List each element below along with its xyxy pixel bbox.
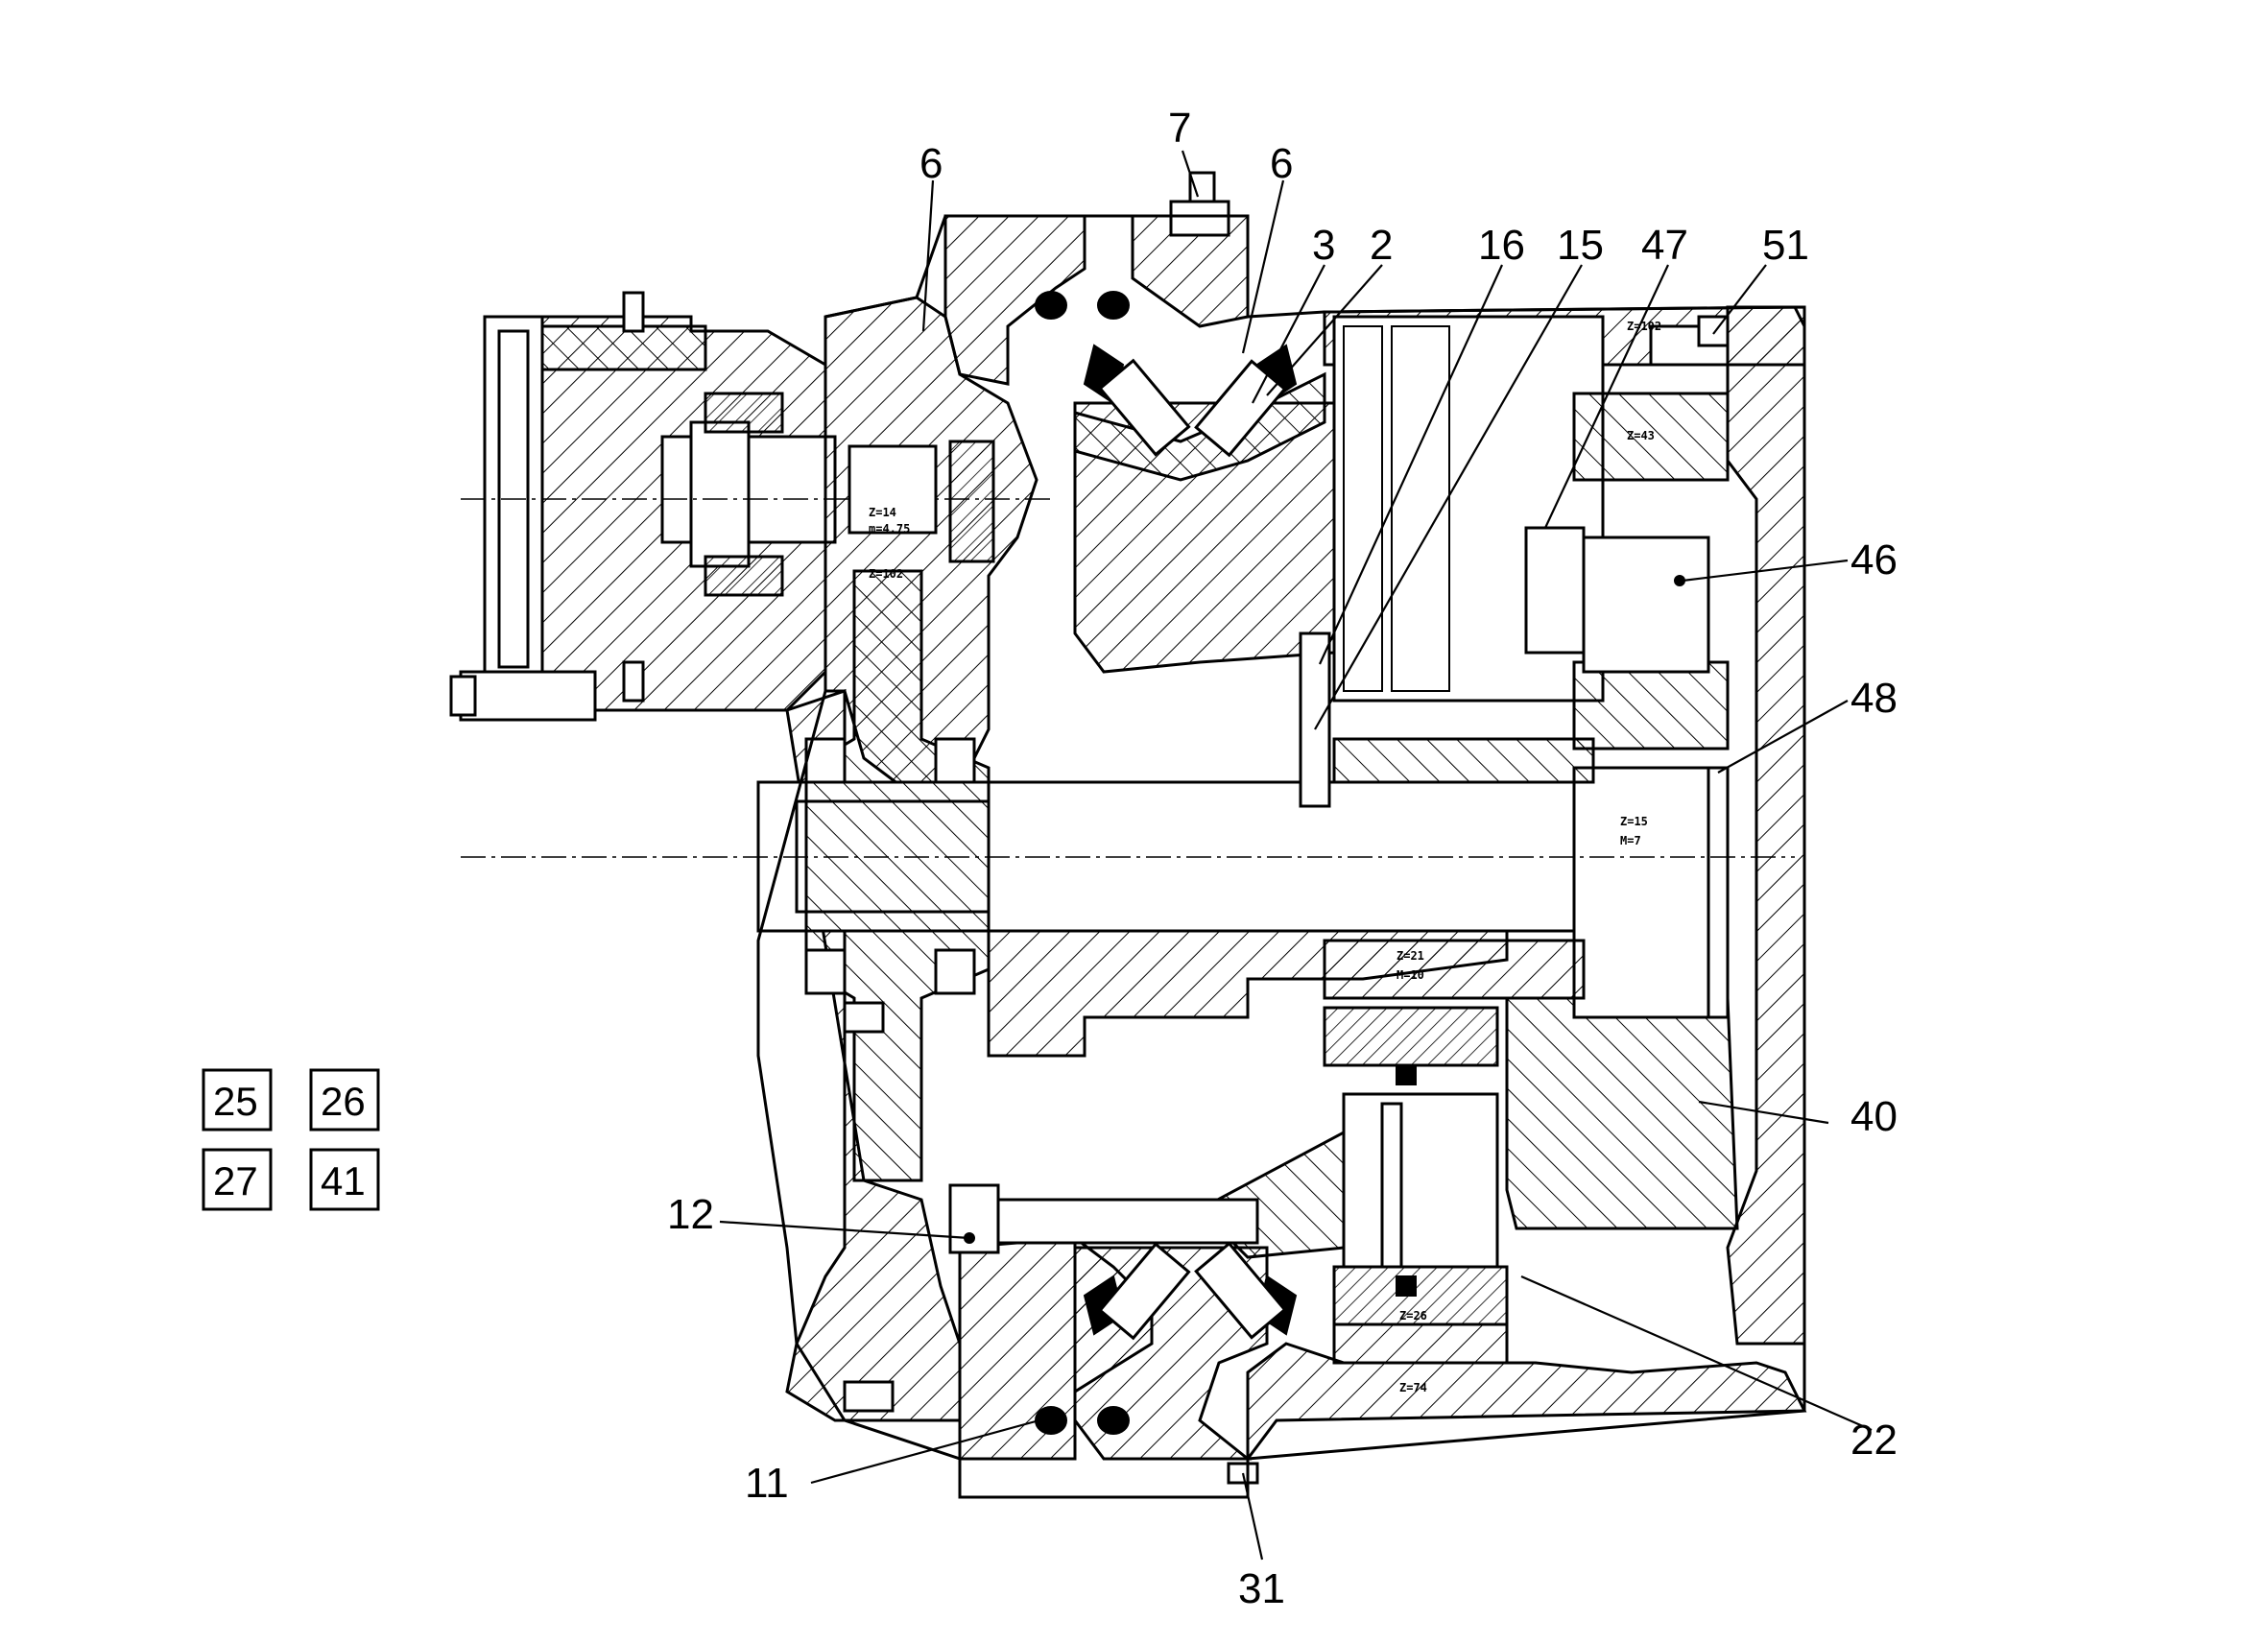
boxed-ref-25: 25: [213, 1079, 258, 1124]
intermediate-gear: [804, 440, 995, 1182]
callout-6-right: 6: [1270, 140, 1293, 187]
boxed-ref-27: 27: [213, 1158, 258, 1203]
callout-47: 47: [1641, 222, 1688, 269]
seal-rings: [1035, 291, 1130, 1435]
boxed-references: 25 26 27 41: [202, 1068, 380, 1211]
casing-outline: [756, 214, 1806, 1499]
callout-3: 3: [1312, 222, 1335, 269]
gear-label-m7: M=7: [1620, 834, 1641, 847]
gear-label-z102-mid: Z=102: [869, 567, 903, 581]
gear-label-z26: Z=26: [1399, 1309, 1427, 1322]
gear-label-z21: Z=21: [1397, 949, 1424, 963]
callout-12: 12: [667, 1191, 714, 1238]
gear-label-z102-top: Z=102: [1627, 320, 1661, 333]
callout-48: 48: [1850, 675, 1898, 722]
gear-label-z15: Z=15: [1620, 815, 1648, 828]
upper-gear-stage: [1299, 315, 1730, 808]
gear-label-m475: m=4,75: [869, 522, 910, 536]
gear-designations: Z=102 Z=43 Z=14 m=4,75 Z=102 Z=15 M=7 Z=…: [869, 320, 1661, 1394]
input-motor-housing: [459, 291, 837, 722]
callout-46: 46: [1850, 536, 1898, 584]
callout-2: 2: [1370, 222, 1393, 269]
gear-label-z14: Z=14: [869, 506, 896, 519]
planet-gear-stage: [1323, 939, 1586, 1365]
boxed-ref-26: 26: [321, 1079, 366, 1124]
callout-40: 40: [1850, 1093, 1898, 1140]
callout-15: 15: [1557, 222, 1604, 269]
callout-51: 51: [1762, 222, 1809, 269]
leader-lines: [719, 150, 1873, 1561]
bolts: [449, 171, 1730, 1485]
boxed-ref-41: 41: [321, 1158, 366, 1203]
callout-22: 22: [1850, 1417, 1898, 1464]
gear-label-z43: Z=43: [1627, 429, 1655, 442]
callout-11: 11: [745, 1460, 789, 1507]
callout-16: 16: [1478, 222, 1525, 269]
slewing-bearing-bottom: [1083, 1241, 1298, 1341]
callout-6-left: 6: [919, 140, 943, 187]
callout-31: 31: [1238, 1565, 1285, 1612]
callout-7: 7: [1168, 105, 1191, 152]
callout-numbers: 7 6 6 3 2 16 15 47 51 46 48 40 22 12 11 …: [667, 105, 1898, 1612]
gear-label-m10: M=10: [1397, 968, 1424, 982]
gear-label-z74: Z=74: [1399, 1381, 1427, 1394]
